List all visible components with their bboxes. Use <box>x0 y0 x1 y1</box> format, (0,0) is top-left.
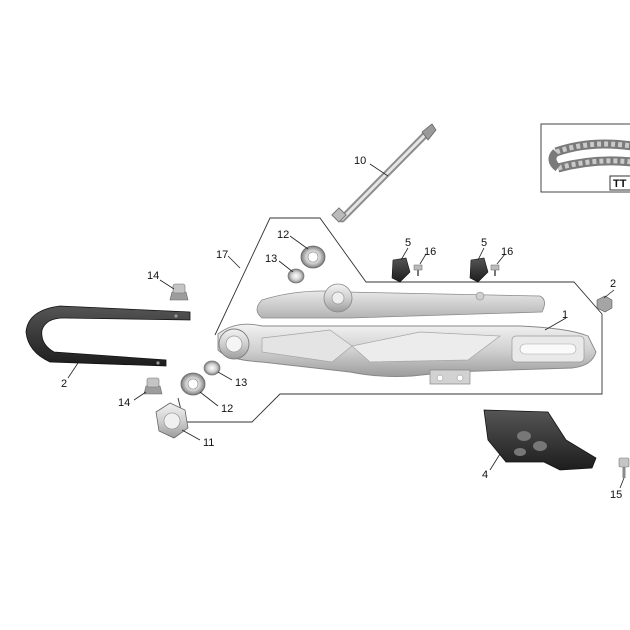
callout-13-top: 13 <box>265 253 277 265</box>
bearing-12-bottom <box>180 372 206 396</box>
callout-numbers: 10 12 13 17 5 16 5 16 14 1 2 14 13 12 11… <box>61 155 622 501</box>
chain-slider <box>25 305 191 367</box>
chain-icon <box>548 139 630 173</box>
bolt-15 <box>618 457 630 478</box>
callout-11: 11 <box>203 437 214 449</box>
callout-12-bottom: 12 <box>221 403 233 415</box>
bushing-13-bottom <box>203 360 221 376</box>
bushing-13-top <box>287 268 305 284</box>
assembly-outline <box>177 217 603 423</box>
bracket-5-a <box>391 257 411 283</box>
inset-label-box <box>609 175 630 191</box>
callout-1: 1 <box>562 309 568 321</box>
callout-12-top: 12 <box>277 229 289 241</box>
bearing-12-top <box>300 245 326 269</box>
axle-nut-11 <box>155 402 189 439</box>
bolt-14-top <box>169 283 189 301</box>
inset-label: TT <box>613 178 627 190</box>
chain-guide <box>483 409 597 471</box>
bolt-16-a <box>413 264 423 276</box>
callout-14-bottom: 14 <box>118 397 130 409</box>
leader-lines <box>67 163 625 489</box>
bolt-14-bottom <box>143 377 163 395</box>
callout-16-b: 16 <box>501 246 513 258</box>
swingarm-rear-arm <box>256 283 545 319</box>
callout-16-a: 16 <box>424 246 436 258</box>
callout-5-a: 5 <box>405 237 411 249</box>
bolt-16-b <box>490 264 500 276</box>
callout-2-right: 2 <box>610 278 616 290</box>
callout-10: 10 <box>354 155 366 167</box>
callout-14-top: 14 <box>147 270 159 282</box>
nut-2-right <box>596 295 613 313</box>
callout-2-left: 2 <box>61 378 67 390</box>
callout-13-bottom: 13 <box>235 377 247 389</box>
swingarm-main <box>217 323 597 385</box>
axle-bolt <box>331 123 437 223</box>
callout-4: 4 <box>482 469 488 481</box>
callout-5-b: 5 <box>481 237 487 249</box>
bracket-5-b <box>469 257 489 283</box>
chain-inset: TT <box>540 123 630 193</box>
callout-17: 17 <box>216 249 228 261</box>
callout-15: 15 <box>610 489 622 501</box>
